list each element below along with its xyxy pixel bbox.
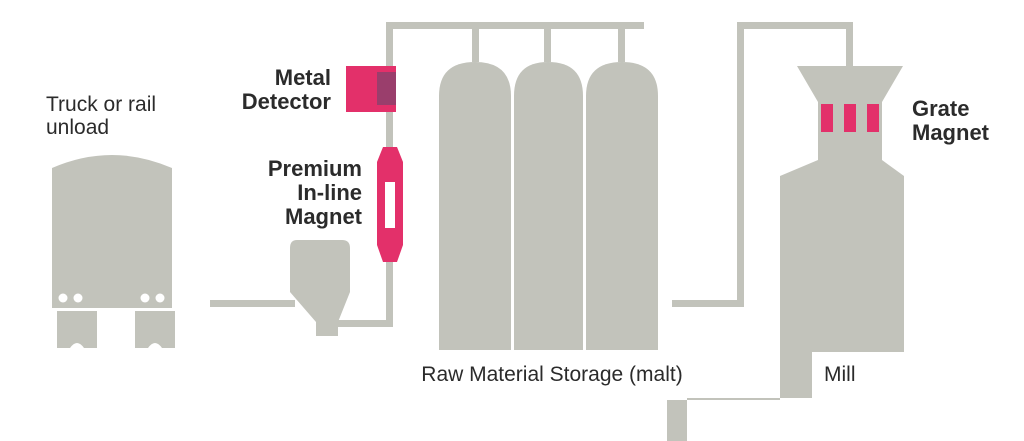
grate-magnet-bar-3 <box>867 104 879 132</box>
pipe-top-header <box>386 22 644 29</box>
pipe-drop-silo-3 <box>618 22 625 62</box>
silo-2 <box>514 62 583 350</box>
pipe-mill-riser <box>737 22 744 307</box>
pipe-receiving-horizontal <box>210 300 295 307</box>
pipe-drop-silo-1 <box>472 22 479 62</box>
inline-magnet-window <box>385 182 395 228</box>
truck-label-line-2: unload <box>46 116 109 139</box>
inline-magnet-label-line-2: In-line <box>297 180 362 205</box>
inline-magnet-label-line-3: Magnet <box>285 204 363 229</box>
pipe-drop-silo-2 <box>544 22 551 62</box>
metal-detector-label-line-2: Detector <box>242 89 332 114</box>
truck-axle-bar <box>52 288 172 308</box>
mill-body <box>667 66 904 441</box>
raw-material-storage-silos <box>439 62 658 350</box>
silo-3 <box>586 62 658 350</box>
grate-magnet-label-line-2: Magnet <box>912 120 990 145</box>
metal-detector-core <box>377 72 396 105</box>
metal-detector-label-line-1: Metal <box>275 65 331 90</box>
truck-leg-left <box>57 311 97 348</box>
grate-magnet-bar-2 <box>844 104 856 132</box>
metal-detector <box>346 66 396 112</box>
silo-1 <box>439 62 511 350</box>
grate-magnet-label-line-1: Grate <box>912 96 969 121</box>
pipe-mill-drop <box>846 22 853 68</box>
truck-wheel-dot-3 <box>140 293 150 303</box>
pipe-storage-outlet <box>672 300 744 307</box>
mill <box>667 66 904 441</box>
storage-label: Raw Material Storage (malt) <box>421 363 682 386</box>
pipe-hopper-to-riser <box>338 320 393 327</box>
truck-wheel-dot-4 <box>155 293 165 303</box>
pipe-mill-top <box>737 22 853 29</box>
truck-wheel-dot-2 <box>73 293 83 303</box>
truck-body <box>52 155 172 288</box>
grate-magnet-bar-1 <box>821 104 833 132</box>
labels: Truck or rail unload Metal Detector Prem… <box>46 65 990 386</box>
mill-label: Mill <box>824 363 856 386</box>
intake-hopper <box>290 240 350 336</box>
truck-label-line-1: Truck or rail <box>46 93 156 116</box>
truck-leg-right <box>135 311 175 348</box>
truck-rail-car <box>52 155 175 348</box>
premium-inline-magnet <box>377 147 403 262</box>
truck-wheel-dot-1 <box>58 293 68 303</box>
intake-hopper-body <box>290 240 350 336</box>
inline-magnet-label-line-1: Premium <box>268 156 362 181</box>
